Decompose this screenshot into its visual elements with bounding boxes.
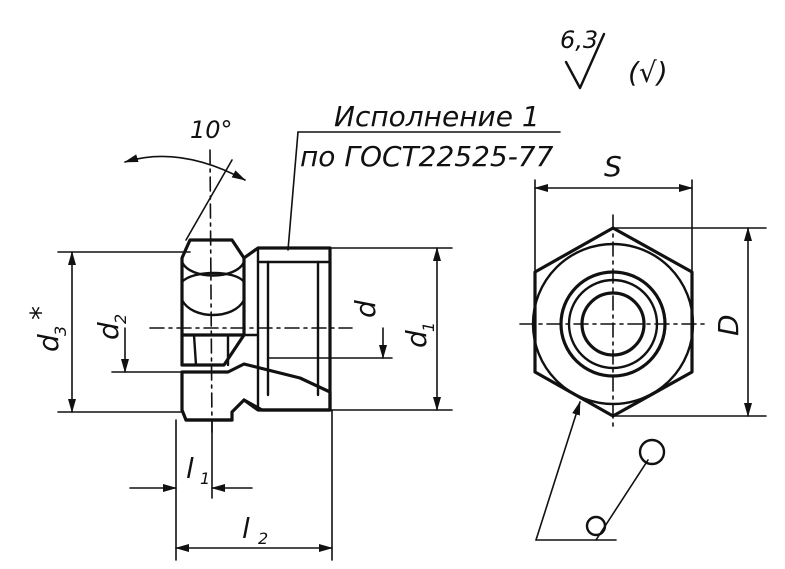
- label-l1-sub: 1: [200, 469, 210, 488]
- label-d2-main: d: [92, 322, 125, 340]
- section-hatched-area: [180, 362, 332, 422]
- side-view: [57, 131, 561, 561]
- angle-leg: [185, 159, 233, 241]
- label-d1-main: d: [400, 330, 433, 348]
- label-l2-main: l: [242, 512, 250, 545]
- execution-leader-line: [287, 131, 299, 251]
- roughness-symbol: [564, 32, 606, 90]
- execution-label-line1: Исполнение 1: [334, 100, 540, 133]
- roughness-note: (√): [628, 56, 668, 89]
- label-d3-star: *: [24, 306, 57, 320]
- angle-arc: [124, 154, 246, 181]
- roughness-value: 6,3: [560, 26, 598, 54]
- label-d3: d 3 *: [24, 306, 70, 352]
- label-d3-sub: 3: [51, 326, 70, 336]
- label-d1-sub: 1: [419, 322, 438, 332]
- side-vertical-centerline: [209, 149, 213, 433]
- label-d: d: [349, 300, 382, 318]
- marking-circle: [638, 438, 666, 466]
- label-d3-main: d: [32, 334, 65, 352]
- label-D-main: D: [712, 314, 745, 336]
- hex-head-facet-low: [180, 298, 246, 317]
- marking-leader-1: [535, 401, 581, 541]
- hex-head-facet-top: [180, 260, 246, 277]
- label-d-main: d: [349, 300, 382, 318]
- threaded-body-outline: [242, 246, 332, 412]
- label-d2-sub: 2: [111, 314, 130, 324]
- end-view: [519, 32, 767, 541]
- execution-label-line2: по ГОСТ22525-77: [300, 140, 554, 173]
- label-l1-main: l: [186, 452, 194, 485]
- hex-head-facet-mid: [180, 271, 246, 284]
- hex-head-outline: [180, 238, 246, 367]
- marking-point: [585, 515, 607, 537]
- label-d2: d 2: [92, 314, 130, 340]
- label-l2-sub: 2: [258, 529, 268, 548]
- label-d1: d 1: [400, 322, 438, 348]
- angle-label: 10°: [190, 116, 233, 144]
- hex-head-inner-line: [192, 333, 198, 367]
- label-S: S: [604, 150, 622, 183]
- label-D: D: [712, 314, 745, 336]
